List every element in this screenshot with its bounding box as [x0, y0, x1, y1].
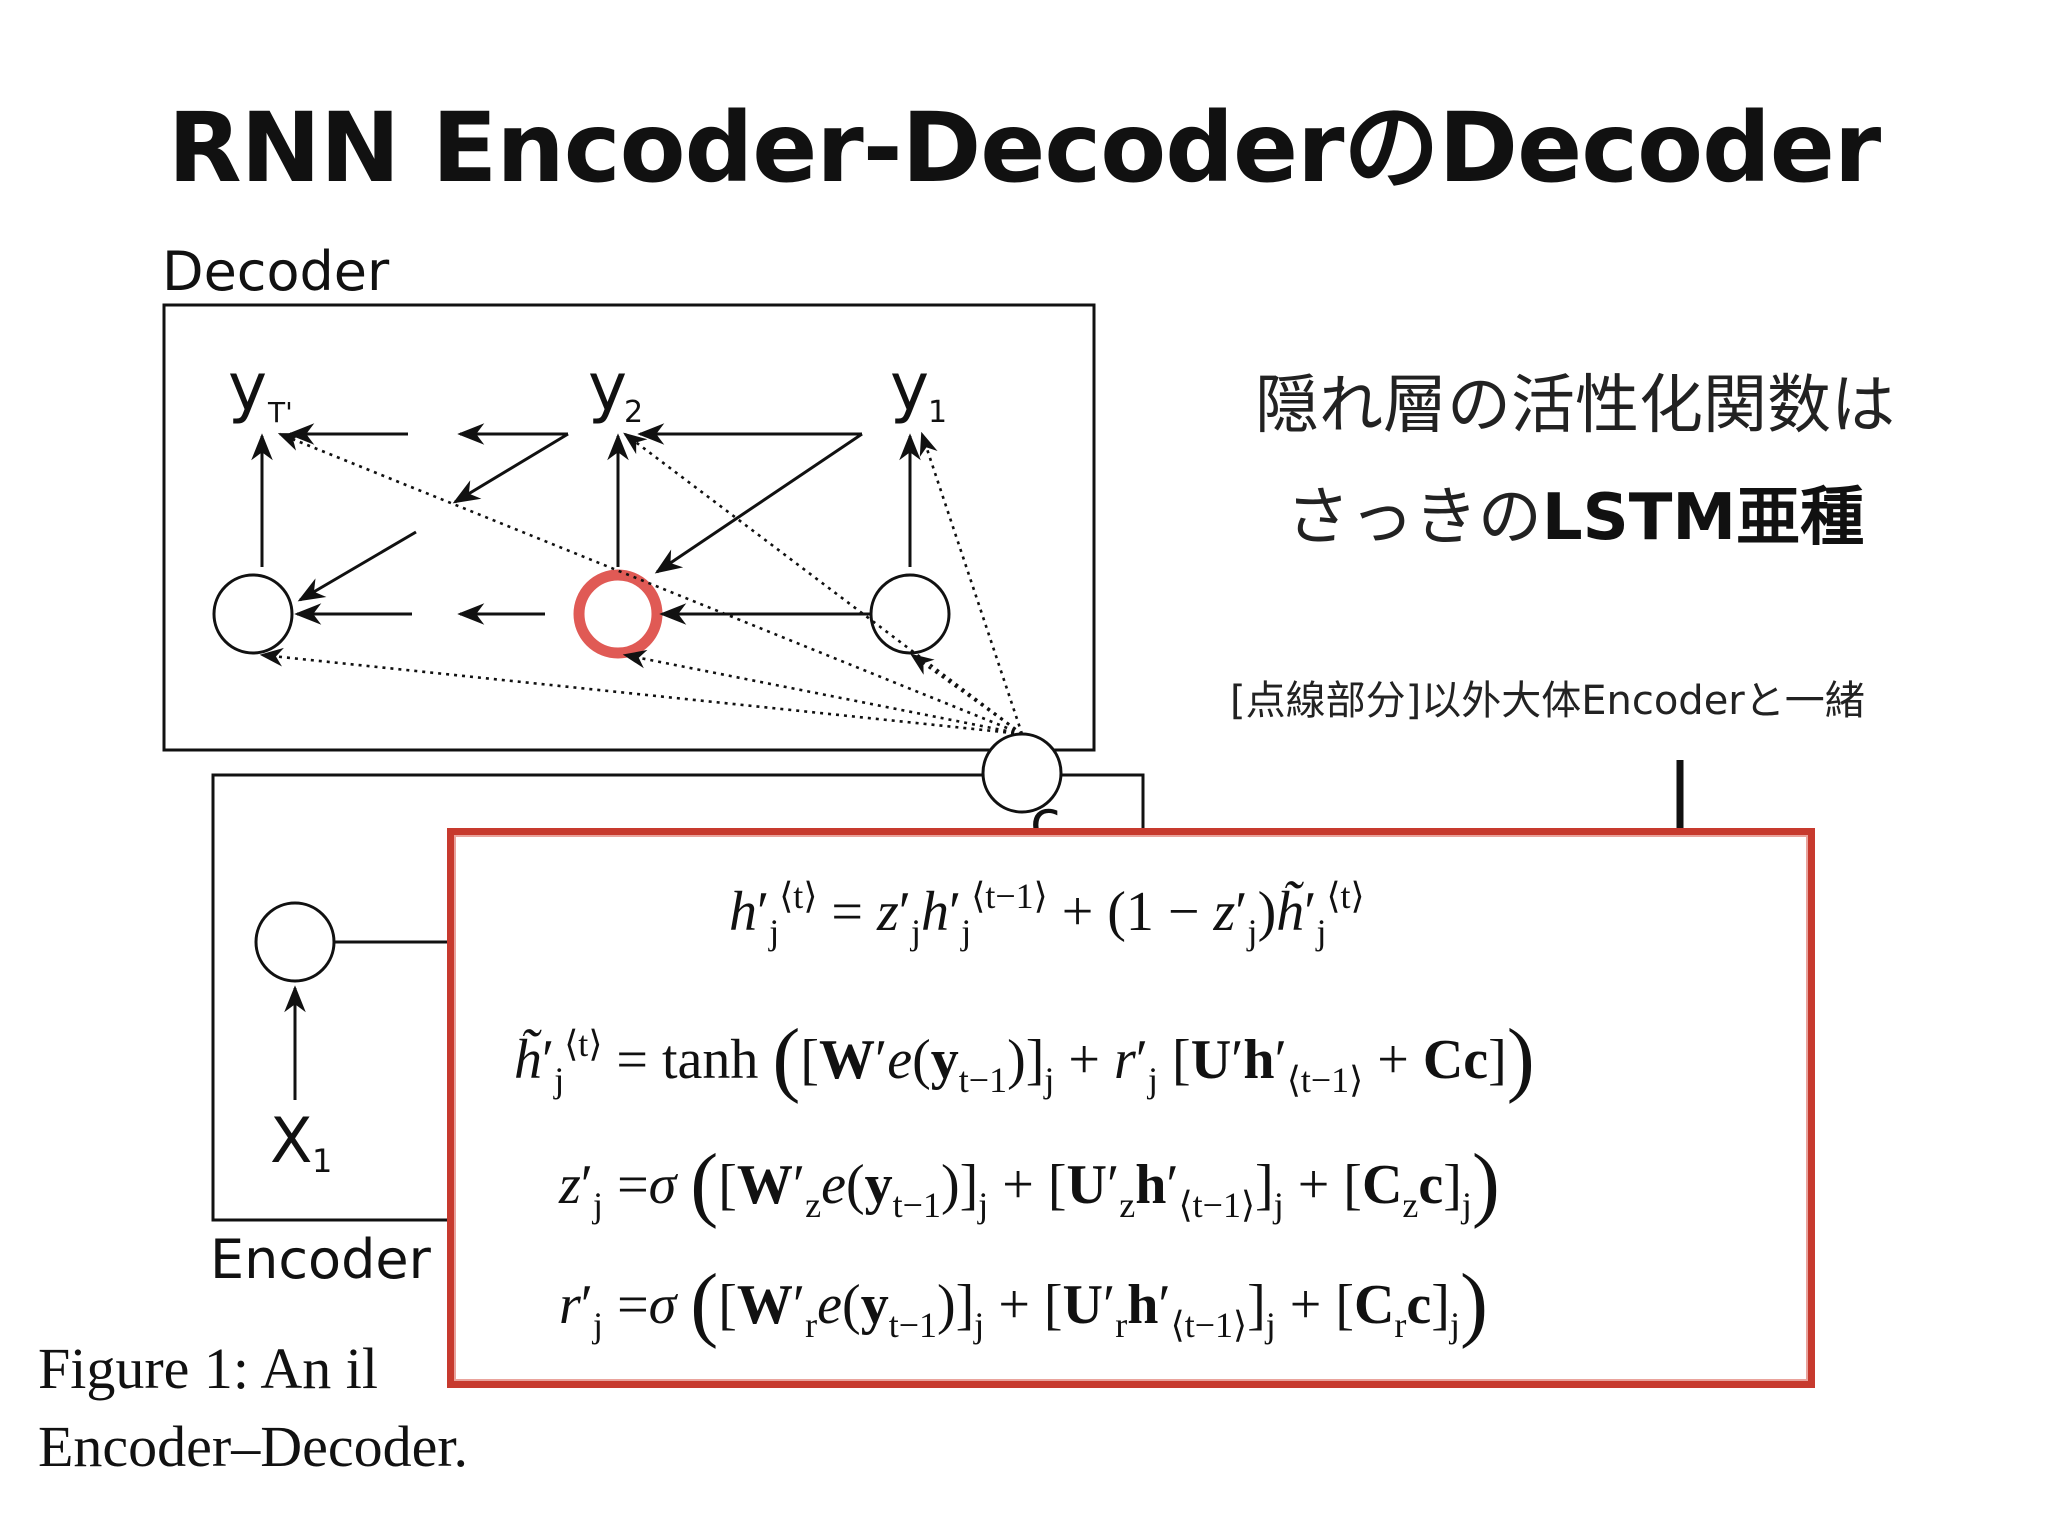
figure-caption: Figure 1: An il Encoder–Decoder. [38, 1330, 468, 1486]
svg-text:y: y [588, 349, 627, 426]
decoder-node-t [212, 573, 294, 655]
svg-text:y: y [890, 349, 929, 426]
encoder-label: Encoder [210, 1228, 432, 1291]
dotted-c-to-h2 [622, 649, 1023, 736]
decoder-node-2-highlight [573, 569, 663, 659]
x1-label: X 1 [270, 1104, 332, 1180]
equation-1: h′j⟨t⟩ = z′jh′j⟨t−1⟩ + (1 − z′j)h̃′j⟨t⟩ [729, 876, 1365, 952]
equation-4: r′j =σ ([W′re(yt−1)]j + [U′rh′⟨t−1⟩]j + … [559, 1257, 1488, 1350]
dotted-part-note: [点線部分]以外大体Encoderと一緒 [1230, 678, 1865, 724]
svg-text:y: y [228, 349, 267, 426]
dotted-c-to-ht [259, 647, 1023, 736]
equation-2: h̃′j⟨t⟩ = tanh ([W′e(yt−1)]j + r′j [U′h′… [514, 1012, 1535, 1105]
encoder-node-1 [254, 901, 336, 983]
svg-text:1: 1 [312, 1142, 332, 1180]
y-1-label: y 1 [890, 349, 947, 430]
decoder-box [162, 303, 1096, 752]
dotted-c-to-h1 [910, 653, 1023, 736]
arrow-diag-to-ht [297, 530, 417, 602]
svg-text:X: X [270, 1104, 312, 1177]
activation-note-line1: 隠れ層の活性化関数は [1255, 369, 1895, 443]
svg-text:2: 2 [624, 395, 643, 430]
decoder-node-1 [869, 573, 951, 655]
page-title: RNN Encoder-DecoderのDecoder [167, 92, 1881, 204]
activation-note: 隠れ層の活性化関数は さっきのLSTM亜種 [1195, 350, 1955, 574]
equations-box: h′j⟨t⟩ = z′jh′j⟨t−1⟩ + (1 − z′j)h̃′j⟨t⟩ … [447, 828, 1815, 1388]
caption-line2: Encoder–Decoder. [38, 1414, 468, 1479]
dotted-c-to-y2 [623, 432, 1023, 736]
decoder-label: Decoder [162, 240, 390, 303]
svg-text:1: 1 [928, 395, 947, 430]
arrow-y1-to-h2 [654, 432, 863, 574]
arrow-y2-diag [452, 432, 569, 504]
svg-text:T': T' [267, 396, 293, 429]
y-2-label: y 2 [588, 349, 643, 430]
caption-line1: Figure 1: An il [38, 1336, 378, 1401]
y-t-label: y T' [228, 349, 293, 429]
dotted-c-to-yt [277, 432, 1023, 736]
activation-note-line2: さっきのLSTM亜種 [1285, 481, 1865, 555]
equation-3: z′j =σ ([W′ze(yt−1)]j + [U′zh′⟨t−1⟩]j + … [559, 1137, 1500, 1230]
